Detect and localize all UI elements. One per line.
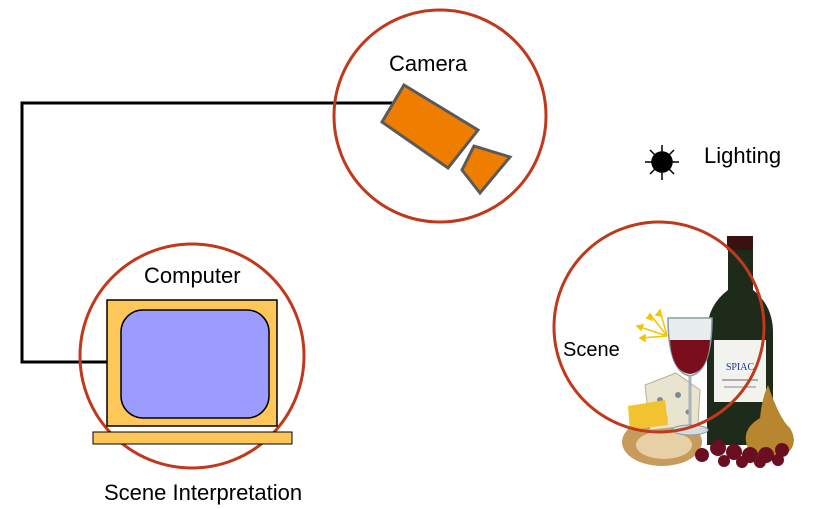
computer-label: Computer bbox=[144, 263, 241, 288]
connection-cable bbox=[20, 101, 402, 364]
lighting-label: Lighting bbox=[704, 143, 782, 168]
camera-body bbox=[379, 82, 481, 171]
light-reflection-rays bbox=[635, 308, 668, 343]
video-camera-icon bbox=[379, 82, 513, 196]
monitor-base bbox=[92, 431, 293, 445]
diagram-caption: Scene Interpretation bbox=[104, 480, 303, 505]
wine-and-cheese-photo: SPIAC bbox=[622, 236, 794, 468]
camera-circle bbox=[332, 8, 548, 224]
monitor-screen bbox=[120, 309, 270, 419]
scene-circle bbox=[552, 220, 766, 434]
computer-circle bbox=[78, 242, 306, 470]
bottle-label-text: SPIAC bbox=[726, 362, 755, 373]
computer-monitor-icon bbox=[92, 299, 293, 445]
camera-label: Camera bbox=[389, 51, 468, 76]
sun-bulb-icon bbox=[645, 145, 679, 180]
camera-lens bbox=[460, 144, 513, 196]
scene-label: Scene bbox=[563, 339, 620, 361]
